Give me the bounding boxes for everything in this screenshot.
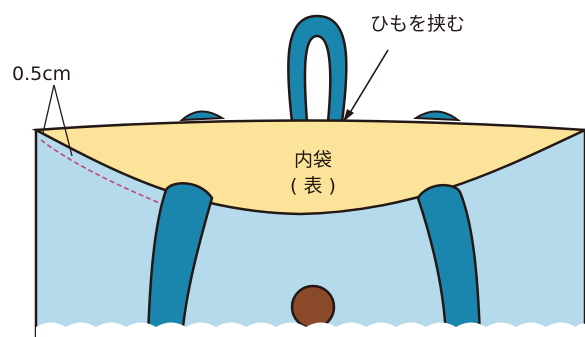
loop-arrow-head bbox=[343, 109, 354, 122]
measure-pointer-1 bbox=[42, 84, 55, 134]
left-strap bbox=[146, 182, 214, 337]
wavy-bottom-edge bbox=[36, 322, 585, 337]
inner-bag-label: 内袋 bbox=[294, 149, 332, 171]
left-strap-tab bbox=[179, 110, 226, 122]
measure-pointer-2 bbox=[53, 84, 73, 157]
right-strap-tab bbox=[412, 110, 462, 122]
loop-arrow-line bbox=[347, 49, 389, 117]
right-strap bbox=[416, 184, 482, 337]
stitch-line bbox=[40, 139, 163, 205]
loop-instruction-label: ひもを挟む bbox=[370, 13, 465, 35]
margin-measure-label: 0.5cm bbox=[12, 63, 71, 85]
snap-button bbox=[290, 284, 336, 330]
loop-strap bbox=[287, 14, 348, 124]
inner-bag-side-label: ( 表 ) bbox=[290, 175, 336, 197]
